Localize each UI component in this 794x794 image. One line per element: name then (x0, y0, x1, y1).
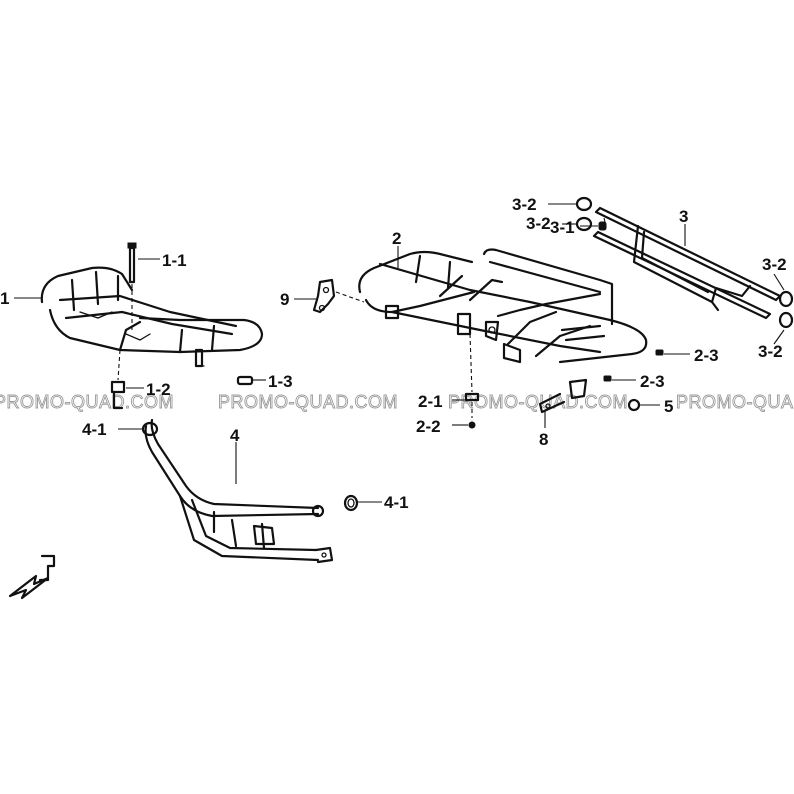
bracket-drawing (538, 378, 588, 414)
rear-rack-drawing (358, 248, 648, 364)
callout-label: 1-1 (162, 251, 187, 270)
callout-label: 3-2 (758, 342, 783, 361)
front-rack-drawing (40, 266, 264, 368)
callout-label: 5 (664, 397, 673, 416)
clip-drawing (110, 349, 126, 410)
callout-label: 1-2 (146, 380, 171, 399)
screw-drawing (598, 221, 607, 231)
callout-label: 2-3 (640, 372, 665, 391)
nut-1-3-drawing (236, 375, 254, 386)
cap-drawing (575, 196, 794, 329)
callout-label: 4-1 (384, 493, 409, 512)
callout-label: 8 (539, 430, 548, 449)
callout-label: 3-2 (526, 214, 551, 233)
leader-lines (14, 203, 785, 503)
callout-label: 2-3 (694, 346, 719, 365)
callout-label: 3 (679, 207, 688, 226)
nut-5-drawing (627, 398, 641, 412)
bolt-drawing (127, 242, 137, 330)
grip-drawing (141, 421, 359, 512)
callout-label: 1-3 (268, 372, 293, 391)
callout-label: 3-2 (512, 195, 537, 214)
washer-drawing (603, 349, 664, 382)
callout-label: 4-1 (82, 420, 107, 439)
callout-label: 4 (230, 426, 240, 445)
watermark-text: PROMO-QUAD.COM (676, 392, 794, 412)
hook-drawing (312, 278, 365, 314)
direction-arrow-icon (8, 554, 56, 600)
watermark-text: PROMO-QUAD.COM (218, 392, 398, 412)
callout-label: 2-2 (416, 417, 441, 436)
callout-label: 1 (0, 289, 9, 308)
callout-label: 2-1 (418, 392, 443, 411)
rear-bolt-drawing (464, 333, 480, 429)
callout-label: 3-1 (550, 218, 575, 237)
callout-label: 9 (280, 290, 289, 309)
callout-label: 2 (392, 229, 401, 248)
callout-labels: 1 1-1 1-2 1-3 4-1 4 4-1 9 2 2-1 2-2 2-3 … (0, 195, 787, 512)
callout-label: 3-2 (762, 255, 787, 274)
watermark-text: PROMO-QUAD.COM (0, 392, 174, 412)
